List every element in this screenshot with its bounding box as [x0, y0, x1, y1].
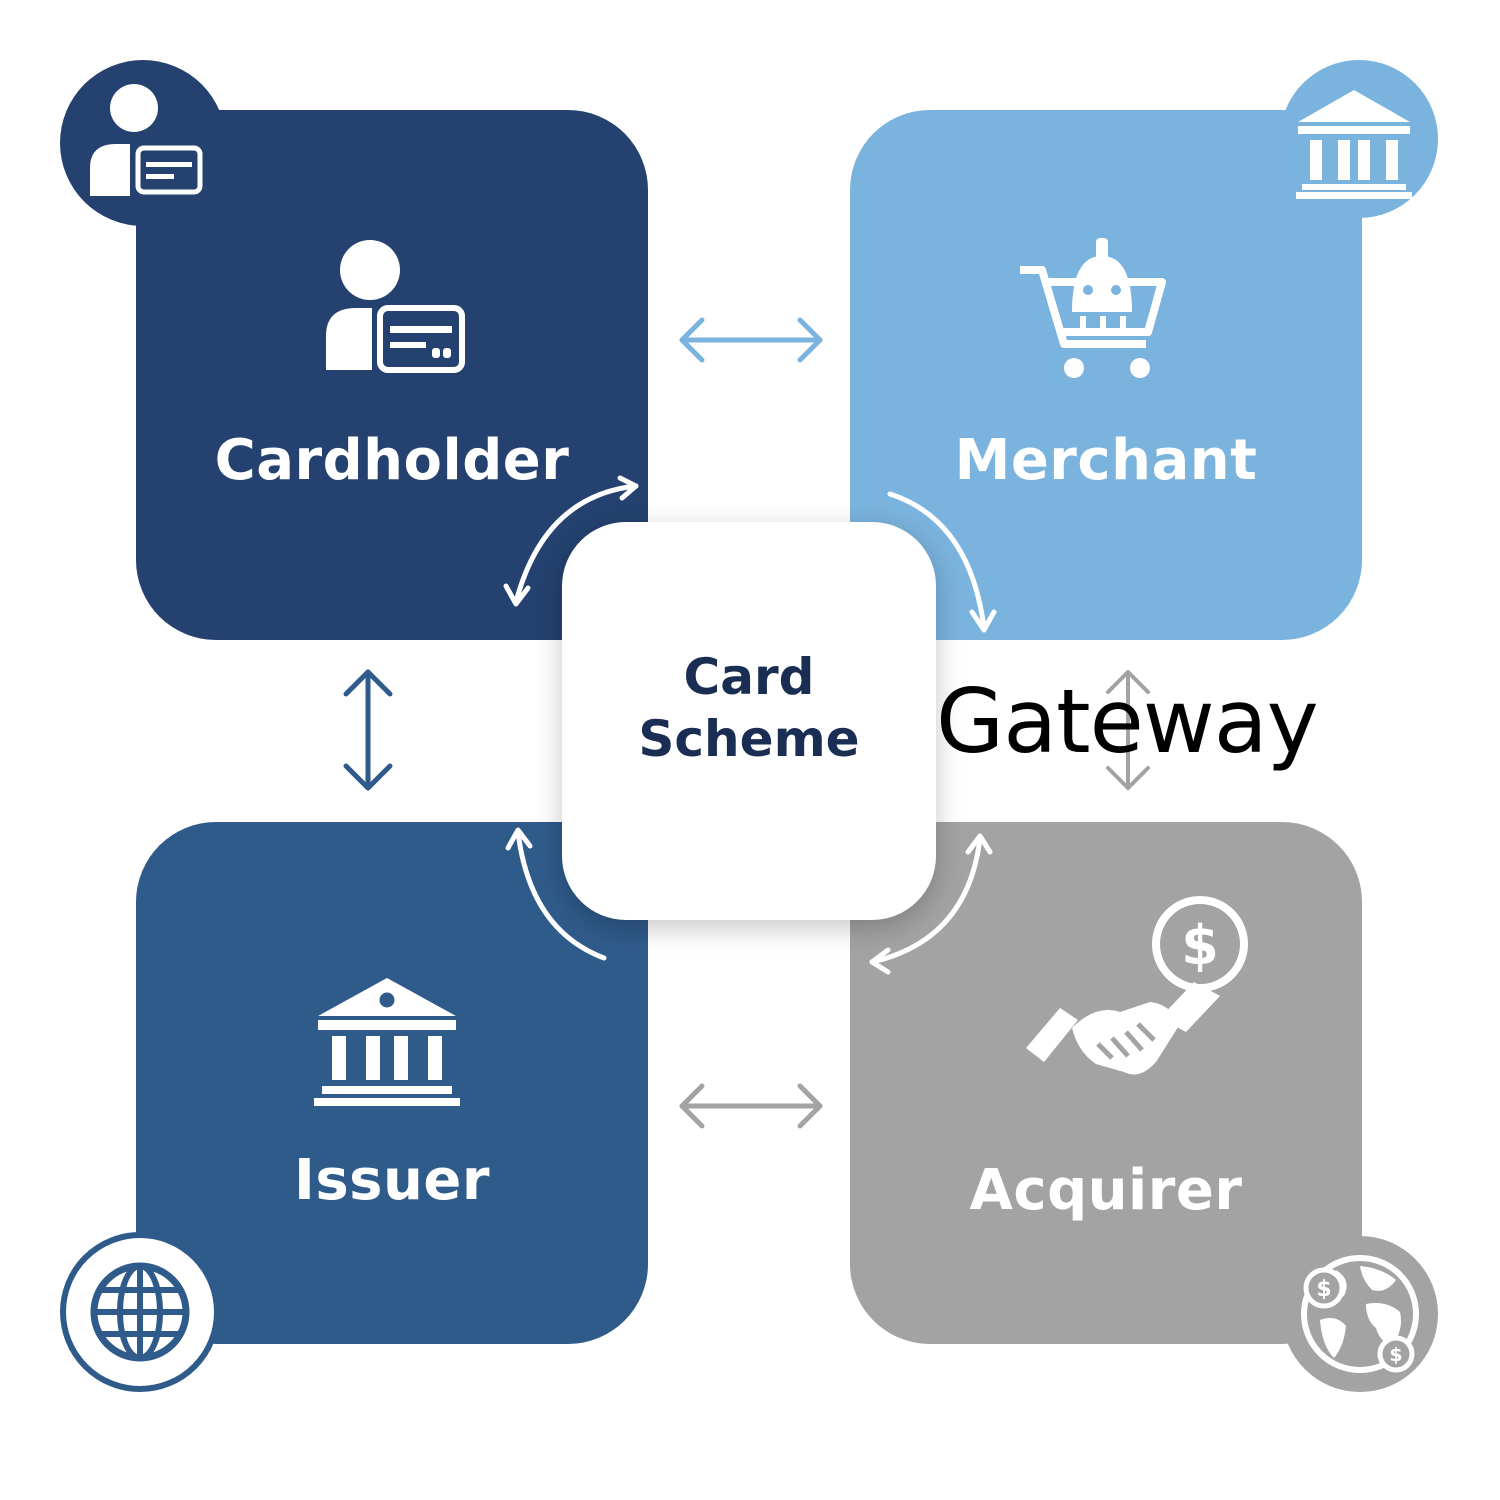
cardholder-label: Cardholder [214, 428, 570, 493]
handshake-dollar-icon: $ [1026, 896, 1248, 1075]
issuer-badge [60, 1232, 220, 1392]
svg-text:$: $ [1316, 1277, 1331, 1302]
card-scheme-title: Card Scheme [562, 646, 936, 770]
svg-text:$: $ [1389, 1344, 1402, 1366]
bank-icon [314, 978, 460, 1106]
cardholder-issuer-arrow [343, 669, 393, 791]
user-card-icon [90, 84, 203, 196]
cardholder-node: Cardholder [136, 110, 648, 640]
card-scheme-line1: Card [683, 648, 815, 706]
globe-icon [90, 1262, 190, 1362]
cardholder-badge [60, 60, 226, 226]
merchant-badge [1280, 60, 1438, 218]
issuer-acquirer-arrow [679, 1083, 823, 1129]
user-card-icon [326, 240, 465, 373]
issuer-node: Issuer [136, 822, 648, 1344]
issuer-label: Issuer [294, 1148, 490, 1213]
gateway-label: Gateway [936, 670, 1319, 773]
card-scheme-line2: Scheme [638, 710, 860, 768]
merchant-label: Merchant [954, 428, 1258, 493]
card-scheme-node: Card Scheme [562, 522, 936, 920]
svg-text:$: $ [1181, 914, 1219, 977]
globe-coins-icon: $ $ [1301, 1255, 1419, 1373]
acquirer-label: Acquirer [969, 1158, 1243, 1223]
acquirer-badge: $ $ [1282, 1236, 1438, 1392]
acquirer-node: $ Acquirer [850, 822, 1362, 1344]
bank-icon [1296, 90, 1412, 199]
merchant-node: Merchant [850, 110, 1362, 640]
cardholder-merchant-arrow [679, 317, 823, 363]
shopping-cart-icon [1020, 238, 1166, 378]
